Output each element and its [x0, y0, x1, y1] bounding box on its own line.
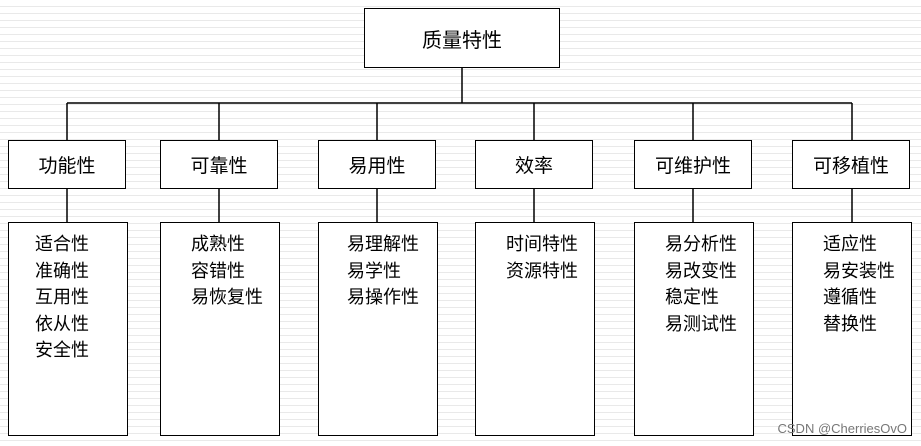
subcharacteristic-item: 容错性	[191, 260, 245, 282]
subcharacteristic-item: 稳定性	[665, 287, 719, 308]
subcharacteristics-efficiency: 时间特性 资源特性	[475, 222, 595, 436]
subcharacteristic-item: 易恢复性	[191, 287, 263, 308]
subcharacteristic-item: 资源特性	[506, 260, 578, 282]
subcharacteristic-item: 易理解性	[347, 234, 419, 255]
subcharacteristic-item: 成熟性	[191, 234, 245, 255]
subcharacteristic-item: 易改变性	[665, 260, 737, 282]
subcharacteristic-item: 互用性	[35, 287, 89, 308]
subcharacteristics-reliability: 成熟性 容错性 易恢复性	[160, 222, 280, 436]
subcharacteristics-maintainability: 易分析性 易改变性 稳定性 易测试性	[634, 222, 754, 436]
subcharacteristic-item: 易操作性	[347, 287, 419, 308]
subcharacteristic-item: 适应性	[823, 234, 877, 255]
subcharacteristics-usability: 易理解性 易学性 易操作性	[318, 222, 438, 436]
subcharacteristic-item: 易学性	[347, 260, 401, 282]
subcharacteristic-item: 易分析性	[665, 234, 737, 255]
category-maintainability: 可维护性	[634, 140, 752, 189]
category-efficiency: 效率	[475, 140, 593, 189]
subcharacteristics-functionality: 适合性 准确性 互用性 依从性 安全性	[8, 222, 128, 436]
subcharacteristic-item: 易安装性	[823, 260, 895, 282]
subcharacteristic-item: 遵循性	[823, 287, 877, 308]
category-portability: 可移植性	[792, 140, 910, 189]
subcharacteristic-item: 安全性	[35, 340, 89, 361]
category-usability: 易用性	[318, 140, 436, 189]
category-reliability: 可靠性	[160, 140, 278, 189]
subcharacteristic-item: 易测试性	[665, 313, 737, 335]
category-functionality: 功能性	[8, 140, 126, 189]
root-node: 质量特性	[364, 8, 560, 68]
subcharacteristics-portability: 适应性 易安装性 遵循性 替换性	[792, 222, 912, 436]
subcharacteristic-item: 时间特性	[506, 234, 578, 255]
subcharacteristic-item: 依从性	[35, 313, 89, 335]
subcharacteristic-item: 适合性	[35, 234, 89, 255]
subcharacteristic-item: 替换性	[823, 313, 877, 335]
subcharacteristic-item: 准确性	[35, 260, 89, 282]
watermark: CSDN @CherriesOvO	[777, 421, 908, 436]
